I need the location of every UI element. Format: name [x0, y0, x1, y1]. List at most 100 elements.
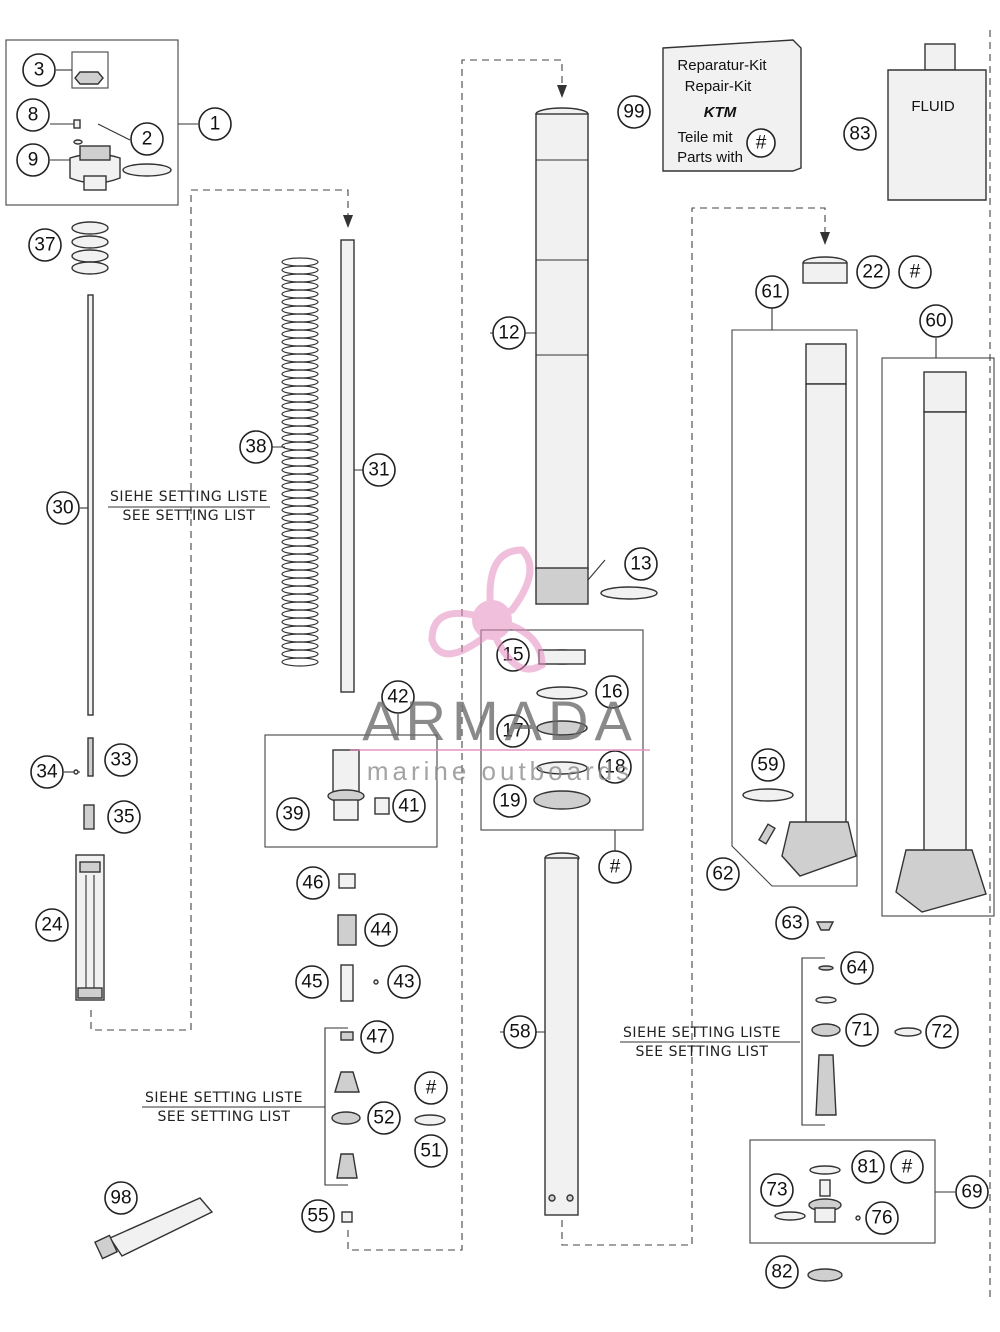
fluid-label: FLUID	[911, 98, 955, 115]
valve-group-39-41	[264, 714, 438, 848]
spring-coil	[281, 609, 319, 619]
part-61-axle-bracket	[731, 308, 858, 887]
mid-valve-stack	[324, 873, 446, 1223]
svg-text:59: 59	[757, 755, 778, 776]
svg-text:18: 18	[604, 757, 625, 778]
callout-2: 2	[130, 122, 164, 156]
callout-9: 9	[16, 143, 50, 177]
callout-60: 60	[919, 304, 953, 338]
spring-coil	[281, 313, 319, 323]
cap-assembly-group	[5, 39, 198, 206]
assembly-dashed-lines	[90, 30, 991, 1300]
spring-coil	[281, 425, 319, 435]
svg-text:60: 60	[925, 311, 946, 332]
spring-coil	[281, 257, 319, 267]
svg-text:31: 31	[368, 460, 389, 481]
svg-text:81: 81	[857, 1157, 878, 1178]
callout-51: 51	[414, 1134, 448, 1168]
callout-61: 61	[755, 275, 789, 309]
callout-hash-81: #	[890, 1150, 924, 1184]
part-12-outer-tube	[535, 107, 658, 605]
spring-coil	[281, 497, 319, 507]
callout-hash-22: #	[898, 255, 932, 289]
callout-72: 72	[925, 1015, 959, 1049]
spring-coil	[281, 473, 319, 483]
svg-text:42: 42	[387, 687, 408, 708]
spring-coil	[281, 553, 319, 563]
spring-coil	[281, 441, 319, 451]
callout-34: 34	[30, 755, 64, 789]
svg-text:76: 76	[871, 1208, 892, 1229]
spring-coil	[281, 353, 319, 363]
spring-coil	[281, 281, 319, 291]
callout-46: 46	[296, 866, 330, 900]
svg-text:52: 52	[373, 1108, 394, 1129]
svg-text:#: #	[610, 857, 621, 878]
svg-text:#: #	[426, 1078, 437, 1099]
ktm-logo: KTM	[704, 104, 737, 121]
callout-42: 42	[381, 680, 415, 714]
note-setting-en: SEE SETTING LIST	[636, 1044, 769, 1060]
svg-text:64: 64	[846, 958, 868, 979]
spring-coil	[281, 593, 319, 603]
svg-text:44: 44	[370, 920, 392, 941]
svg-text:16: 16	[601, 682, 622, 703]
svg-text:43: 43	[393, 972, 414, 993]
svg-text:39: 39	[282, 804, 303, 825]
spring-coil	[281, 537, 319, 547]
spring-coil	[281, 521, 319, 531]
callout-52: 52	[367, 1101, 401, 1135]
callout-39: 39	[276, 797, 310, 831]
callout-58: 58	[503, 1015, 537, 1049]
spring-coil	[281, 393, 319, 403]
propeller-logo-icon	[428, 546, 546, 673]
part-98-grease-tube	[94, 1197, 214, 1260]
spring-coil	[281, 489, 319, 499]
svg-text:51: 51	[420, 1141, 441, 1162]
part-24-cartridge	[75, 854, 105, 1001]
spring-coil	[281, 657, 319, 667]
setting-note-right: SIEHE SETTING LISTE SEE SETTING LIST	[620, 1025, 800, 1060]
left-column-parts	[64, 221, 214, 1260]
callout-30: 30	[46, 491, 80, 525]
svg-text:22: 22	[862, 262, 883, 283]
spring-coil	[281, 513, 319, 523]
callout-59: 59	[751, 748, 785, 782]
callout-45: 45	[295, 965, 329, 999]
callout-41: 41	[392, 789, 426, 823]
callout-37: 37	[28, 228, 62, 262]
setting-note-middle: SIEHE SETTING LISTE SEE SETTING LIST	[142, 1090, 325, 1125]
svg-text:46: 46	[302, 873, 323, 894]
base-valve-group-69	[749, 1139, 955, 1282]
part-34-ball	[73, 769, 79, 775]
spring-coil	[281, 569, 319, 579]
svg-text:55: 55	[307, 1206, 328, 1227]
svg-text:83: 83	[849, 124, 870, 145]
spring-coil	[281, 481, 319, 491]
callout-55: 55	[301, 1199, 335, 1233]
note-setting-de: SIEHE SETTING LISTE	[623, 1025, 781, 1041]
repair-kit-box: Reparatur-Kit Repair-Kit KTM Teile mit P…	[662, 39, 802, 172]
watermark-tagline: marine outboards	[367, 756, 633, 786]
callout-22: 22	[856, 255, 890, 289]
part-60-axle-bracket	[881, 338, 995, 917]
repair-kit-line1: Reparatur-Kit	[677, 57, 767, 74]
spring-coil	[281, 289, 319, 299]
svg-text:1: 1	[210, 114, 221, 135]
callout-83: 83	[843, 117, 877, 151]
svg-text:34: 34	[36, 762, 58, 783]
svg-text:#: #	[910, 262, 921, 283]
part-30-damper-rod	[87, 294, 94, 716]
spring-coil	[281, 385, 319, 395]
spring-coil	[281, 273, 319, 283]
callout-hash-kit: #	[746, 128, 776, 158]
callout-19: 19	[493, 784, 527, 818]
part-31-preload-tube	[340, 239, 355, 693]
fluid-bottle: FLUID	[887, 43, 987, 201]
spring-coil	[281, 633, 319, 643]
spring-coil	[281, 265, 319, 275]
callout-24: 24	[35, 908, 69, 942]
part-38-fork-spring	[281, 257, 319, 667]
callout-62: 62	[706, 857, 740, 891]
